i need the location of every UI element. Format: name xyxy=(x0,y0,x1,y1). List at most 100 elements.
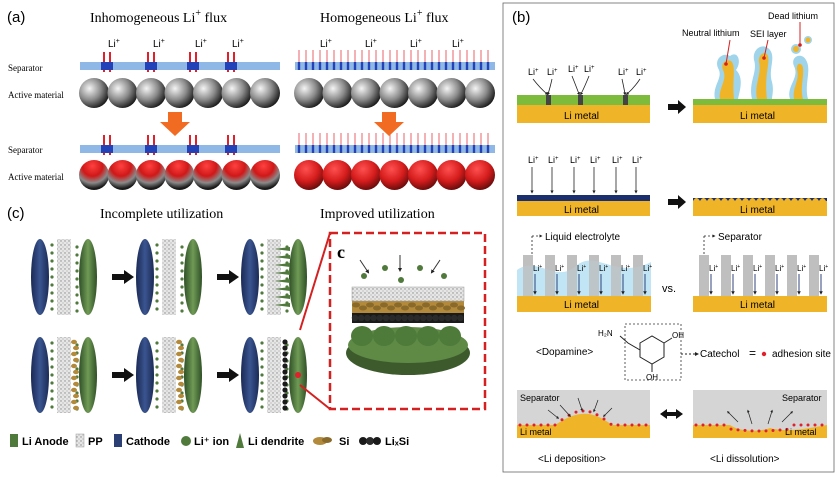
li-anode-disc xyxy=(79,239,97,315)
separator-label-dissolution: Separator xyxy=(782,393,822,403)
row1-ion-labels: Li+ Li+ Li+ Li+ Li+ Li+ xyxy=(528,64,647,77)
inset-dendrite-dome xyxy=(373,326,395,346)
panel-a-active-label-bottom: Active material xyxy=(8,172,64,182)
vs-label: vs. xyxy=(662,283,676,295)
active-material-particle xyxy=(136,160,166,190)
legend-li-dendrite: Li dendrite xyxy=(248,436,304,448)
active-material-particle xyxy=(294,78,324,108)
svg-text:Li+: Li+ xyxy=(528,67,539,77)
li-metal-slab xyxy=(693,296,827,312)
panel-b-row-sei: Li metal Li+ Li+ Li+ Li+ Li+ Li+ Li meta… xyxy=(517,11,827,123)
svg-text:Li+: Li+ xyxy=(568,64,579,74)
oh-label-1: OH xyxy=(672,331,684,340)
separator-strip xyxy=(295,145,495,153)
svg-text:Li+: Li+ xyxy=(621,264,630,273)
legend-li-anode-swatch xyxy=(10,434,18,447)
panel-a-left-caption: Incomplete utilization xyxy=(100,207,223,222)
panel-b-row-dopamine: <Dopamine> H₂N OH OH Catechol = adhesion… xyxy=(536,323,831,382)
panel-a-left-title: Inhomogeneous Li+ flux xyxy=(90,8,227,26)
panel-c-legend: Li Anode PP Cathode Li⁺ ion Li dendrite … xyxy=(10,433,409,448)
panel-a-right-caption: Improved utilization xyxy=(320,207,435,222)
row2-arrow xyxy=(668,195,686,209)
li-anode-disc xyxy=(184,239,202,315)
dendrite-3 xyxy=(793,63,804,99)
pp-separator xyxy=(57,337,71,413)
row2-ion-labels: Li+Li+Li+Li+Li+Li+ xyxy=(528,155,643,194)
panel-a-right-title: Homogeneous Li+ flux xyxy=(320,8,449,26)
svg-text:Li+: Li+ xyxy=(636,67,647,77)
dendrite-2 xyxy=(756,53,769,99)
cathode-disc xyxy=(136,337,154,413)
svg-text:Li+: Li+ xyxy=(320,38,332,50)
inset-dendrite-dome xyxy=(395,326,417,346)
legend-pp-swatch xyxy=(75,433,85,448)
cathode-disc xyxy=(136,239,154,315)
pp-separator xyxy=(267,337,281,413)
panel-c-inset-drawing xyxy=(346,255,470,375)
active-material-particle xyxy=(465,160,495,190)
active-material-particle xyxy=(379,78,410,108)
li-dissolution-label: <Li dissolution> xyxy=(710,454,780,465)
svg-text:Li+: Li+ xyxy=(108,38,120,50)
process-arrow xyxy=(217,270,239,284)
svg-text:=: = xyxy=(749,346,756,360)
panel-a: (a) Inhomogeneous Li+ flux Homogeneous L… xyxy=(7,8,495,222)
svg-text:Li+: Li+ xyxy=(452,38,464,50)
inset-li-ion xyxy=(382,265,388,271)
row2-coating-layer xyxy=(517,195,650,201)
panel-b-row-deposition: Separator Li metal <Li deposition> Separ… xyxy=(517,390,827,465)
pp-separator xyxy=(57,239,71,315)
active-material-particle xyxy=(107,78,138,108)
panel-c-inset-connector-bottom xyxy=(299,384,331,410)
svg-text:Li+: Li+ xyxy=(612,155,623,165)
cathode-disc xyxy=(31,337,49,413)
adhesion-site-label: adhesion site xyxy=(772,349,831,360)
svg-text:Li+: Li+ xyxy=(410,38,422,50)
legend-li-ion: Li⁺ ion xyxy=(194,436,229,448)
legend-cathode: Cathode xyxy=(126,436,170,448)
panel-b-label: (b) xyxy=(512,9,530,26)
panel-c-inset-connector-top xyxy=(299,232,331,331)
active-material-particle xyxy=(79,160,109,190)
deposition-li-metal xyxy=(517,413,650,438)
separator-label-row3: Separator xyxy=(718,232,763,243)
separator-strip xyxy=(295,62,495,70)
legend-cathode-swatch xyxy=(114,434,122,447)
panel-a-inhomogeneous-after xyxy=(79,135,280,190)
inset-dendrite-dome xyxy=(439,326,461,346)
svg-text:Li+: Li+ xyxy=(195,38,207,50)
panel-b: (b) Li metal Li+ Li+ Li+ Li+ Li+ Li+ xyxy=(502,2,835,473)
panel-a-homogeneous-before xyxy=(294,50,495,108)
li-metal-slab-3 xyxy=(517,201,650,216)
svg-text:Li+: Li+ xyxy=(643,264,652,273)
adhesion-site-marker xyxy=(761,351,767,357)
active-material-particle xyxy=(79,78,109,108)
panel-a-arrow-left xyxy=(160,112,190,136)
legend-li-ion-swatch xyxy=(181,436,191,446)
panel-a-homogeneous-after xyxy=(294,133,495,190)
active-material-particle xyxy=(221,160,252,190)
process-arrow xyxy=(217,368,239,382)
active-material-particle xyxy=(107,160,138,190)
svg-text:Li+: Li+ xyxy=(797,264,806,273)
cathode-disc xyxy=(241,337,259,413)
active-material-particle xyxy=(193,160,223,190)
sei-layer-strip xyxy=(517,95,650,105)
li-anode-disc xyxy=(289,239,307,315)
active-material-particle xyxy=(351,78,381,108)
panel-b-frame xyxy=(502,2,835,473)
panel-a-inhomogeneous-before xyxy=(79,52,280,108)
svg-text:Li+: Li+ xyxy=(599,264,608,273)
li-metal-label-3: Li metal xyxy=(564,205,599,216)
li-metal-slab xyxy=(517,296,651,312)
dopamine-label: <Dopamine> xyxy=(536,347,593,358)
cathode-disc xyxy=(241,239,259,315)
active-material-particle xyxy=(250,78,280,108)
svg-text:Li+: Li+ xyxy=(618,67,629,77)
svg-text:Li+: Li+ xyxy=(584,64,595,74)
svg-text:Li+: Li+ xyxy=(709,264,718,273)
panel-b-row-uniform: Li+Li+Li+Li+Li+Li+ Li metal Li metal xyxy=(517,155,827,216)
neutral-lithium-label: Neutral lithium xyxy=(682,28,740,38)
svg-text:Li+: Li+ xyxy=(753,264,762,273)
